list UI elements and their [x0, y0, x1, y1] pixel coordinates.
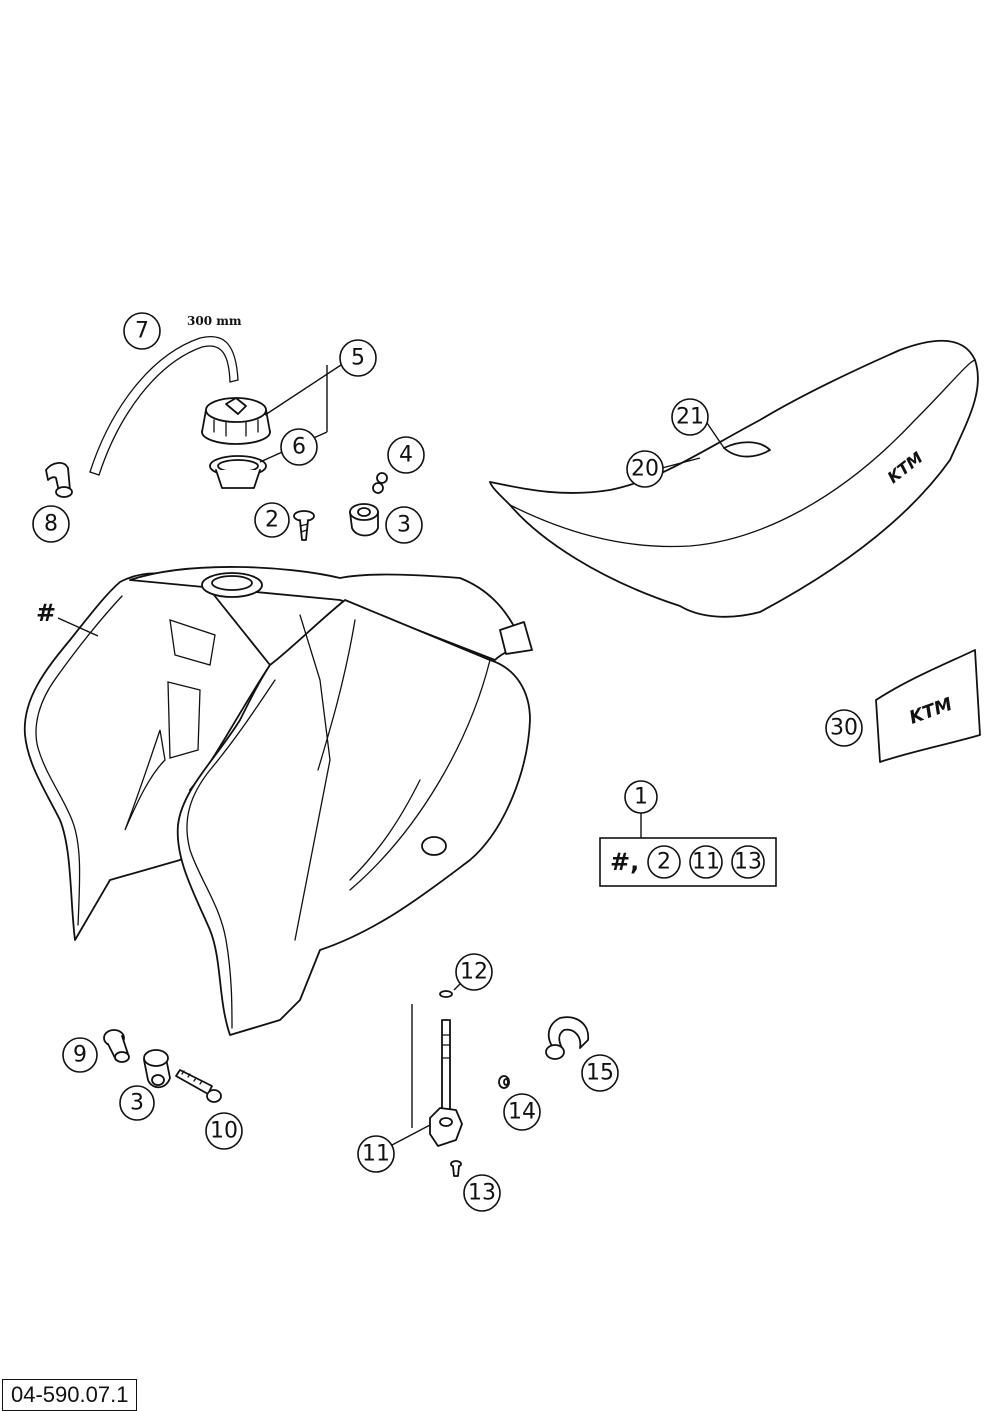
tank-leader [57, 617, 99, 637]
seat-cover-leader [704, 419, 725, 449]
callout-fuel-hose: 15 [581, 1054, 619, 1092]
kit-hash-label: #, [610, 848, 639, 876]
callout-seat-cover: 21 [671, 398, 709, 436]
breather-hose [89, 336, 239, 476]
kit-item-tap-screw: 13 [731, 845, 765, 879]
fuel-tank [23, 566, 533, 1036]
tap-leader [391, 1004, 431, 1146]
fuel-hose [545, 1016, 589, 1060]
svg-text:4: 4 [399, 443, 413, 468]
callout-cap-gasket: 6 [280, 428, 318, 466]
callout-spacer: 9 [62, 1037, 98, 1073]
svg-text:5: 5 [351, 346, 365, 371]
kit-item-screw: 2 [647, 845, 681, 879]
rubber-bushing-top [349, 503, 379, 537]
callout-bushing-top: 3 [385, 506, 423, 544]
callout-clamp: 14 [503, 1093, 541, 1131]
tank-decal [875, 649, 981, 763]
diagram-id-label: 04-590.07.1 [2, 1379, 138, 1411]
elbow-fitting [45, 462, 73, 498]
svg-text:13: 13 [734, 850, 762, 875]
rubber-bushing-bottom [143, 1049, 171, 1089]
callout-kit: 1 [624, 780, 658, 814]
svg-text:20: 20 [631, 457, 659, 482]
callout-bushing-bottom: 3 [119, 1085, 155, 1121]
svg-text:11: 11 [692, 850, 720, 875]
svg-text:21: 21 [676, 405, 704, 430]
svg-text:15: 15 [586, 1061, 614, 1086]
kit-item-fuel-tap: 11 [689, 845, 723, 879]
svg-text:3: 3 [130, 1091, 144, 1116]
svg-text:14: 14 [508, 1100, 536, 1125]
seat [489, 339, 979, 618]
tank-hash-marker: # [36, 599, 56, 627]
callout-filler-cap: 5 [339, 339, 377, 377]
callout-fuel-tap: 11 [357, 1135, 395, 1173]
svg-text:12: 12 [460, 960, 488, 985]
hose-clamp [498, 1075, 510, 1089]
filler-cap [201, 397, 271, 445]
mounting-bolt [175, 1069, 222, 1103]
svg-text:2: 2 [265, 508, 279, 533]
callout-hose: 7 [123, 312, 161, 350]
svg-text:9: 9 [73, 1043, 87, 1068]
svg-text:30: 30 [830, 716, 858, 741]
svg-text:10: 10 [210, 1119, 238, 1144]
spacer-sleeve [103, 1029, 130, 1063]
svg-text:6: 6 [292, 435, 306, 460]
mounting-nut [372, 472, 388, 494]
svg-text:2: 2 [657, 850, 671, 875]
tank-screw [293, 510, 315, 541]
callout-nut-top: 4 [387, 436, 425, 474]
seat-leader [661, 457, 701, 469]
callout-decal: 30 [825, 709, 863, 747]
callout-bolt: 10 [205, 1112, 243, 1150]
svg-text:7: 7 [135, 319, 149, 344]
callout-tap-screw: 13 [463, 1174, 501, 1212]
svg-text:1: 1 [634, 785, 648, 810]
cap-gasket [209, 455, 267, 489]
fuel-tap [429, 1019, 463, 1147]
callout-seal-ring: 12 [455, 953, 493, 991]
callout-elbow: 8 [32, 505, 70, 543]
svg-text:8: 8 [44, 512, 58, 537]
svg-text:3: 3 [397, 513, 411, 538]
callout-seat: 20 [626, 450, 664, 488]
hose-length-label: 300 mm [187, 314, 242, 328]
svg-text:11: 11 [362, 1142, 390, 1167]
callout-screw-top: 2 [254, 502, 290, 538]
svg-text:13: 13 [468, 1181, 496, 1206]
seal-ring [439, 990, 453, 998]
tap-screw [450, 1160, 462, 1177]
